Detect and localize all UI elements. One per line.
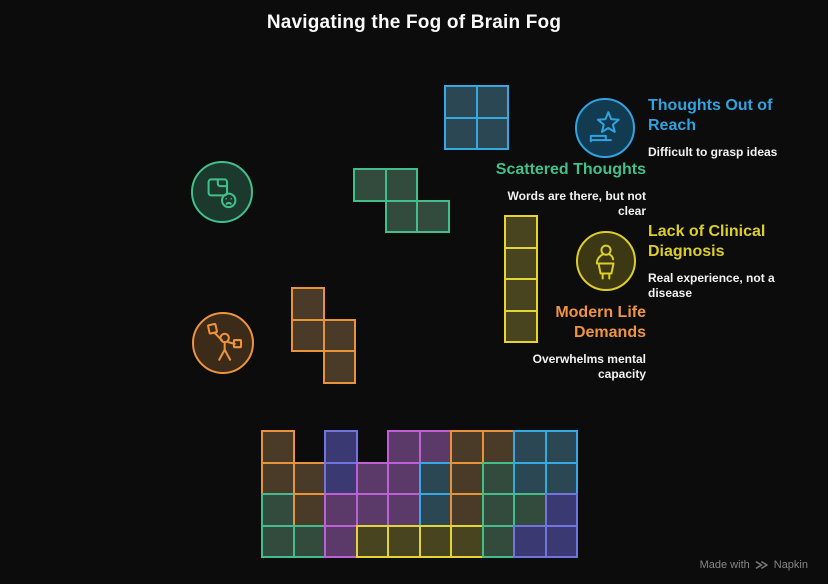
- item-subtitle: Difficult to grasp ideas: [648, 145, 778, 159]
- tetris-cell-i-piece-yellow: [504, 215, 538, 249]
- tetris-stack-cell-purple: [324, 493, 358, 527]
- tetris-stack-cell-green: [261, 493, 295, 527]
- tetris-stack-cell-yellow: [418, 524, 452, 558]
- tetris-stack-cell-purple: [387, 493, 421, 527]
- tetris-cell-z-piece-green: [384, 168, 418, 202]
- tetris-stack-cell-green: [261, 524, 295, 558]
- tetris-stack-cell-indigo: [544, 493, 578, 527]
- tetris-cell-square-piece-cyan: [444, 85, 478, 119]
- tetris-stack-cell-orange: [481, 430, 515, 464]
- tetris-stack-cell-purple: [355, 493, 389, 527]
- tetris-stack-cell-orange: [292, 461, 326, 495]
- tetris-cell-i-piece-yellow: [504, 246, 538, 280]
- tetris-stack-cell-cyan: [544, 430, 578, 464]
- napkin-logo-icon: [755, 561, 768, 569]
- tetris-cell-s-piece-orange: [322, 318, 356, 352]
- tetris-stack-cell-cyan: [544, 461, 578, 495]
- tetris-cell-s-piece-orange: [322, 350, 356, 384]
- tetris-stack-cell-orange: [450, 461, 484, 495]
- tetris-stack-cell-cyan: [418, 493, 452, 527]
- watermark-brand: Napkin: [773, 559, 808, 571]
- tetris-stack-cell-cyan: [513, 461, 547, 495]
- tetris-cell-square-piece-cyan: [475, 116, 509, 150]
- tetris-cell-z-piece-green: [353, 168, 387, 202]
- item-subtitle: Overwhelms mental capacity: [532, 352, 646, 381]
- page-title: Navigating the Fog of Brain Fog: [266, 12, 562, 33]
- tetris-cell-s-piece-orange: [291, 318, 325, 352]
- tetris-stack-cell-cyan: [418, 461, 452, 495]
- item-heading: Scattered Thoughts: [495, 161, 646, 178]
- tetris-stack-cell-orange: [450, 430, 484, 464]
- tetris-cell-i-piece-yellow: [504, 309, 538, 343]
- item-heading: Modern Life Demands: [555, 304, 646, 341]
- shrugging-person-icon: [595, 244, 615, 280]
- tetris-cell-z-piece-green: [416, 199, 450, 233]
- tetris-stack-cell-green: [292, 524, 326, 558]
- tetris-stack-cell-indigo: [324, 430, 358, 464]
- item-icon-circle: [575, 98, 635, 158]
- tetris-stack-cell-yellow: [355, 524, 389, 558]
- tetris-stack-cell-orange: [292, 493, 326, 527]
- tetris-cell-square-piece-cyan: [444, 116, 478, 150]
- tetris-stack-cell-indigo: [324, 461, 358, 495]
- tetris-stack-cell-yellow: [387, 524, 421, 558]
- tetris-stack-cell-purple: [355, 461, 389, 495]
- item-heading: Thoughts Out of Reach: [648, 97, 773, 134]
- tetris-cell-square-piece-cyan: [475, 85, 509, 119]
- watermark: Made with Napkin: [700, 559, 808, 571]
- tetris-stack-cell-purple: [324, 524, 358, 558]
- tetris-stack-cell-green: [481, 493, 515, 527]
- tetris-cell-s-piece-orange: [291, 287, 325, 321]
- item-icon-circle: [576, 231, 636, 291]
- item-heading: Lack of Clinical Diagnosis: [648, 223, 766, 260]
- watermark-text: Made with: [699, 559, 750, 571]
- tetris-stack-cell-indigo: [544, 524, 578, 558]
- tetris-stack-cell-purple: [387, 461, 421, 495]
- broken-picture-dizzy-face-icon: [207, 178, 237, 209]
- item-icon-circle: [192, 312, 254, 374]
- tetris-stack-cell-orange: [261, 461, 295, 495]
- item-icon-circle: [191, 161, 253, 223]
- tetris-stack-cell-orange: [450, 493, 484, 527]
- juggling-person-icon: [207, 323, 243, 361]
- star-out-of-reach-icon: [589, 111, 620, 143]
- tetris-stack-cell-green: [481, 524, 515, 558]
- tetris-cell-i-piece-yellow: [504, 278, 538, 312]
- tetris-stack-cell-green: [513, 493, 547, 527]
- tetris-cell-z-piece-green: [384, 199, 418, 233]
- tetris-stack-cell-purple: [418, 430, 452, 464]
- item-subtitle: Real experience, not a disease: [648, 271, 775, 300]
- tetris-stack-cell-orange: [261, 430, 295, 464]
- tetris-stack-cell-cyan: [513, 430, 547, 464]
- tetris-stack-cell-green: [481, 461, 515, 495]
- item-subtitle: Words are there, but not clear: [507, 189, 646, 218]
- tetris-stack-cell-indigo: [513, 524, 547, 558]
- tetris-stack-cell-purple: [387, 430, 421, 464]
- tetris-stack-cell-yellow: [450, 524, 484, 558]
